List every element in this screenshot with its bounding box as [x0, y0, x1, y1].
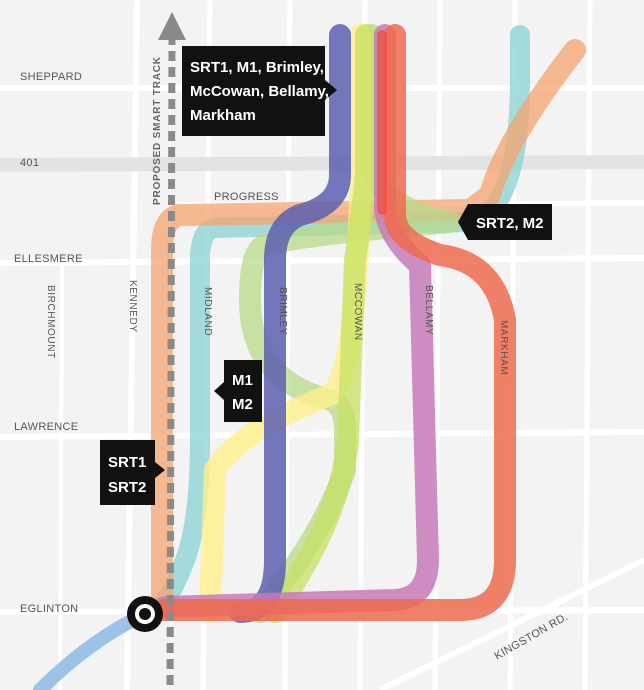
callout-mid: M1 M2	[214, 360, 262, 422]
avenue-label-markham: MARKHAM	[498, 320, 509, 375]
street-label-sheppard: SHEPPARD	[20, 71, 82, 83]
route-mccowan	[264, 24, 377, 623]
avenue-label-brimley: BRIMLEY	[277, 287, 288, 335]
callout-right: SRT2, M2	[458, 204, 552, 240]
smart-track-label: PROPOSED SMART TRACK	[152, 56, 163, 205]
avenue-label-kennedy: KENNEDY	[127, 280, 138, 333]
avenue-label-bellamy: BELLAMY	[423, 285, 434, 335]
callout-mid-line-1: M1	[232, 372, 253, 389]
street-label-eglinton: EGLINTON	[20, 603, 78, 615]
street-label-ellesmere: ELLESMERE	[14, 253, 83, 265]
callout-right-line-1: SRT2, M2	[476, 215, 544, 232]
highway-401	[0, 155, 644, 172]
street-label-progress: PROGRESS	[214, 191, 279, 203]
street-label-lawrence: LAWRENCE	[14, 421, 78, 433]
kennedy-station-core	[139, 608, 151, 620]
smart-track-arrow	[158, 12, 186, 40]
callout-top-line-3: Markham	[190, 107, 256, 124]
avenue-label-birchmount: BIRCHMOUNT	[45, 285, 56, 359]
callout-left-line-1: SRT1	[108, 454, 146, 471]
callout-top-line-1: SRT1, M1, Brimley,	[190, 59, 324, 76]
street-label-401: 401	[20, 157, 39, 169]
route-srt2	[145, 25, 530, 622]
callout-mid-line-2: M2	[232, 396, 253, 413]
route-srt1	[151, 39, 586, 621]
route-markham	[154, 24, 516, 621]
avenue-label-mccowan: MCCOWAN	[352, 283, 363, 341]
callout-top-line-2: McCowan, Bellamy,	[190, 83, 329, 100]
callout-top: SRT1, M1, Brimley, McCowan, Bellamy, Mar…	[182, 46, 337, 136]
smart-track-line	[166, 34, 176, 690]
callout-left: SRT1 SRT2	[100, 440, 165, 505]
callout-left-line-2: SRT2	[108, 479, 146, 496]
avenue-label-midland: MIDLAND	[202, 287, 213, 336]
